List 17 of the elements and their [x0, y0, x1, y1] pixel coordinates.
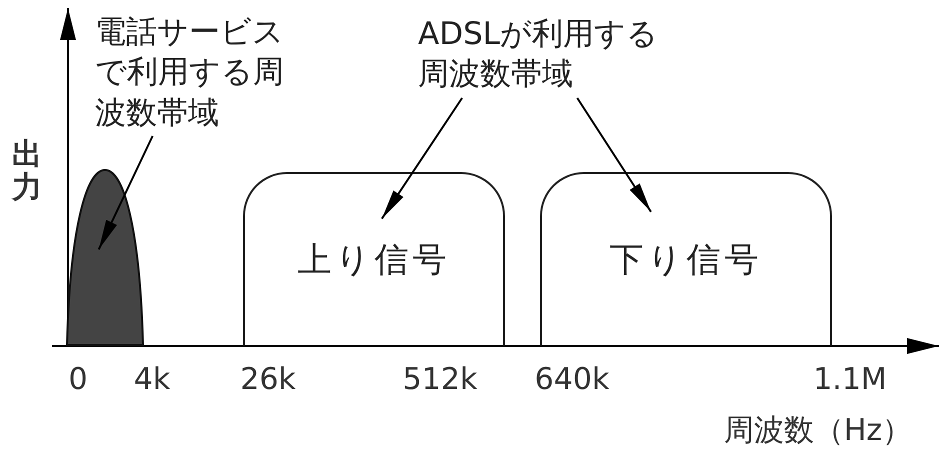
arrow	[381, 97, 463, 220]
tick-label: 640k	[534, 362, 610, 397]
annotation-text: 電話サービスで利用する周波数帯域	[95, 12, 287, 136]
arrow	[98, 136, 154, 250]
band-label: 上り信号	[298, 238, 450, 282]
tick-label: 1.1M	[813, 362, 887, 397]
arrow	[576, 97, 652, 212]
tick-label: 4k	[134, 362, 170, 397]
band-label: 下り信号	[610, 238, 762, 282]
tick-label: 512k	[402, 362, 478, 397]
frequency-band	[243, 172, 505, 345]
frequency-band	[540, 172, 832, 345]
tick-label: 0	[68, 362, 88, 397]
axis-title: 出力	[12, 138, 42, 204]
axis-title: 周波数（Hz）	[724, 412, 912, 450]
tick-label: 26k	[240, 362, 296, 397]
annotation-text: ADSLが利用する周波数帯域	[418, 14, 663, 98]
